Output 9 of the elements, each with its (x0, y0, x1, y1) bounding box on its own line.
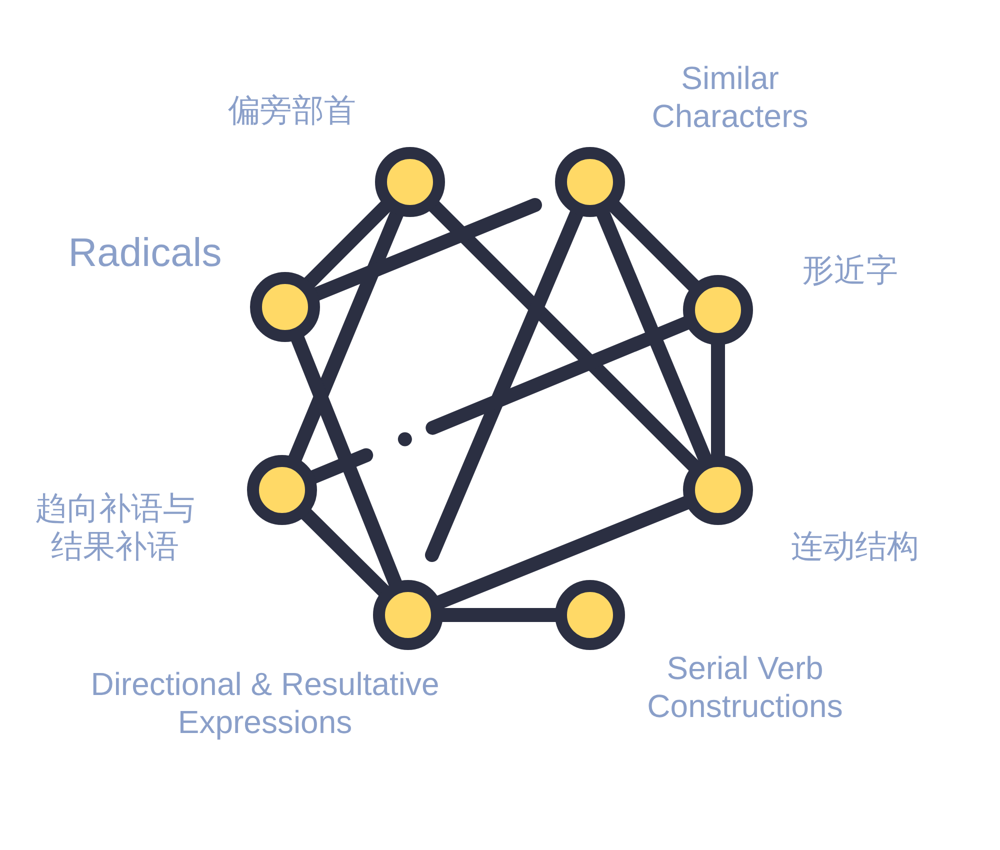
node-label: Serial Verb Constructions (646, 650, 844, 726)
node-label: 偏旁部首 (227, 92, 357, 130)
circle-node (375, 147, 445, 217)
node-label: 趋向补语与结果补语 (34, 490, 196, 566)
node-label: Radicals (67, 230, 223, 277)
node-label: 形近字 (801, 252, 899, 290)
node-label: 连动结构 (790, 528, 920, 566)
node-label: Directional & Resultative Expressions (90, 666, 440, 742)
node-label: Similar Characters (650, 60, 810, 136)
